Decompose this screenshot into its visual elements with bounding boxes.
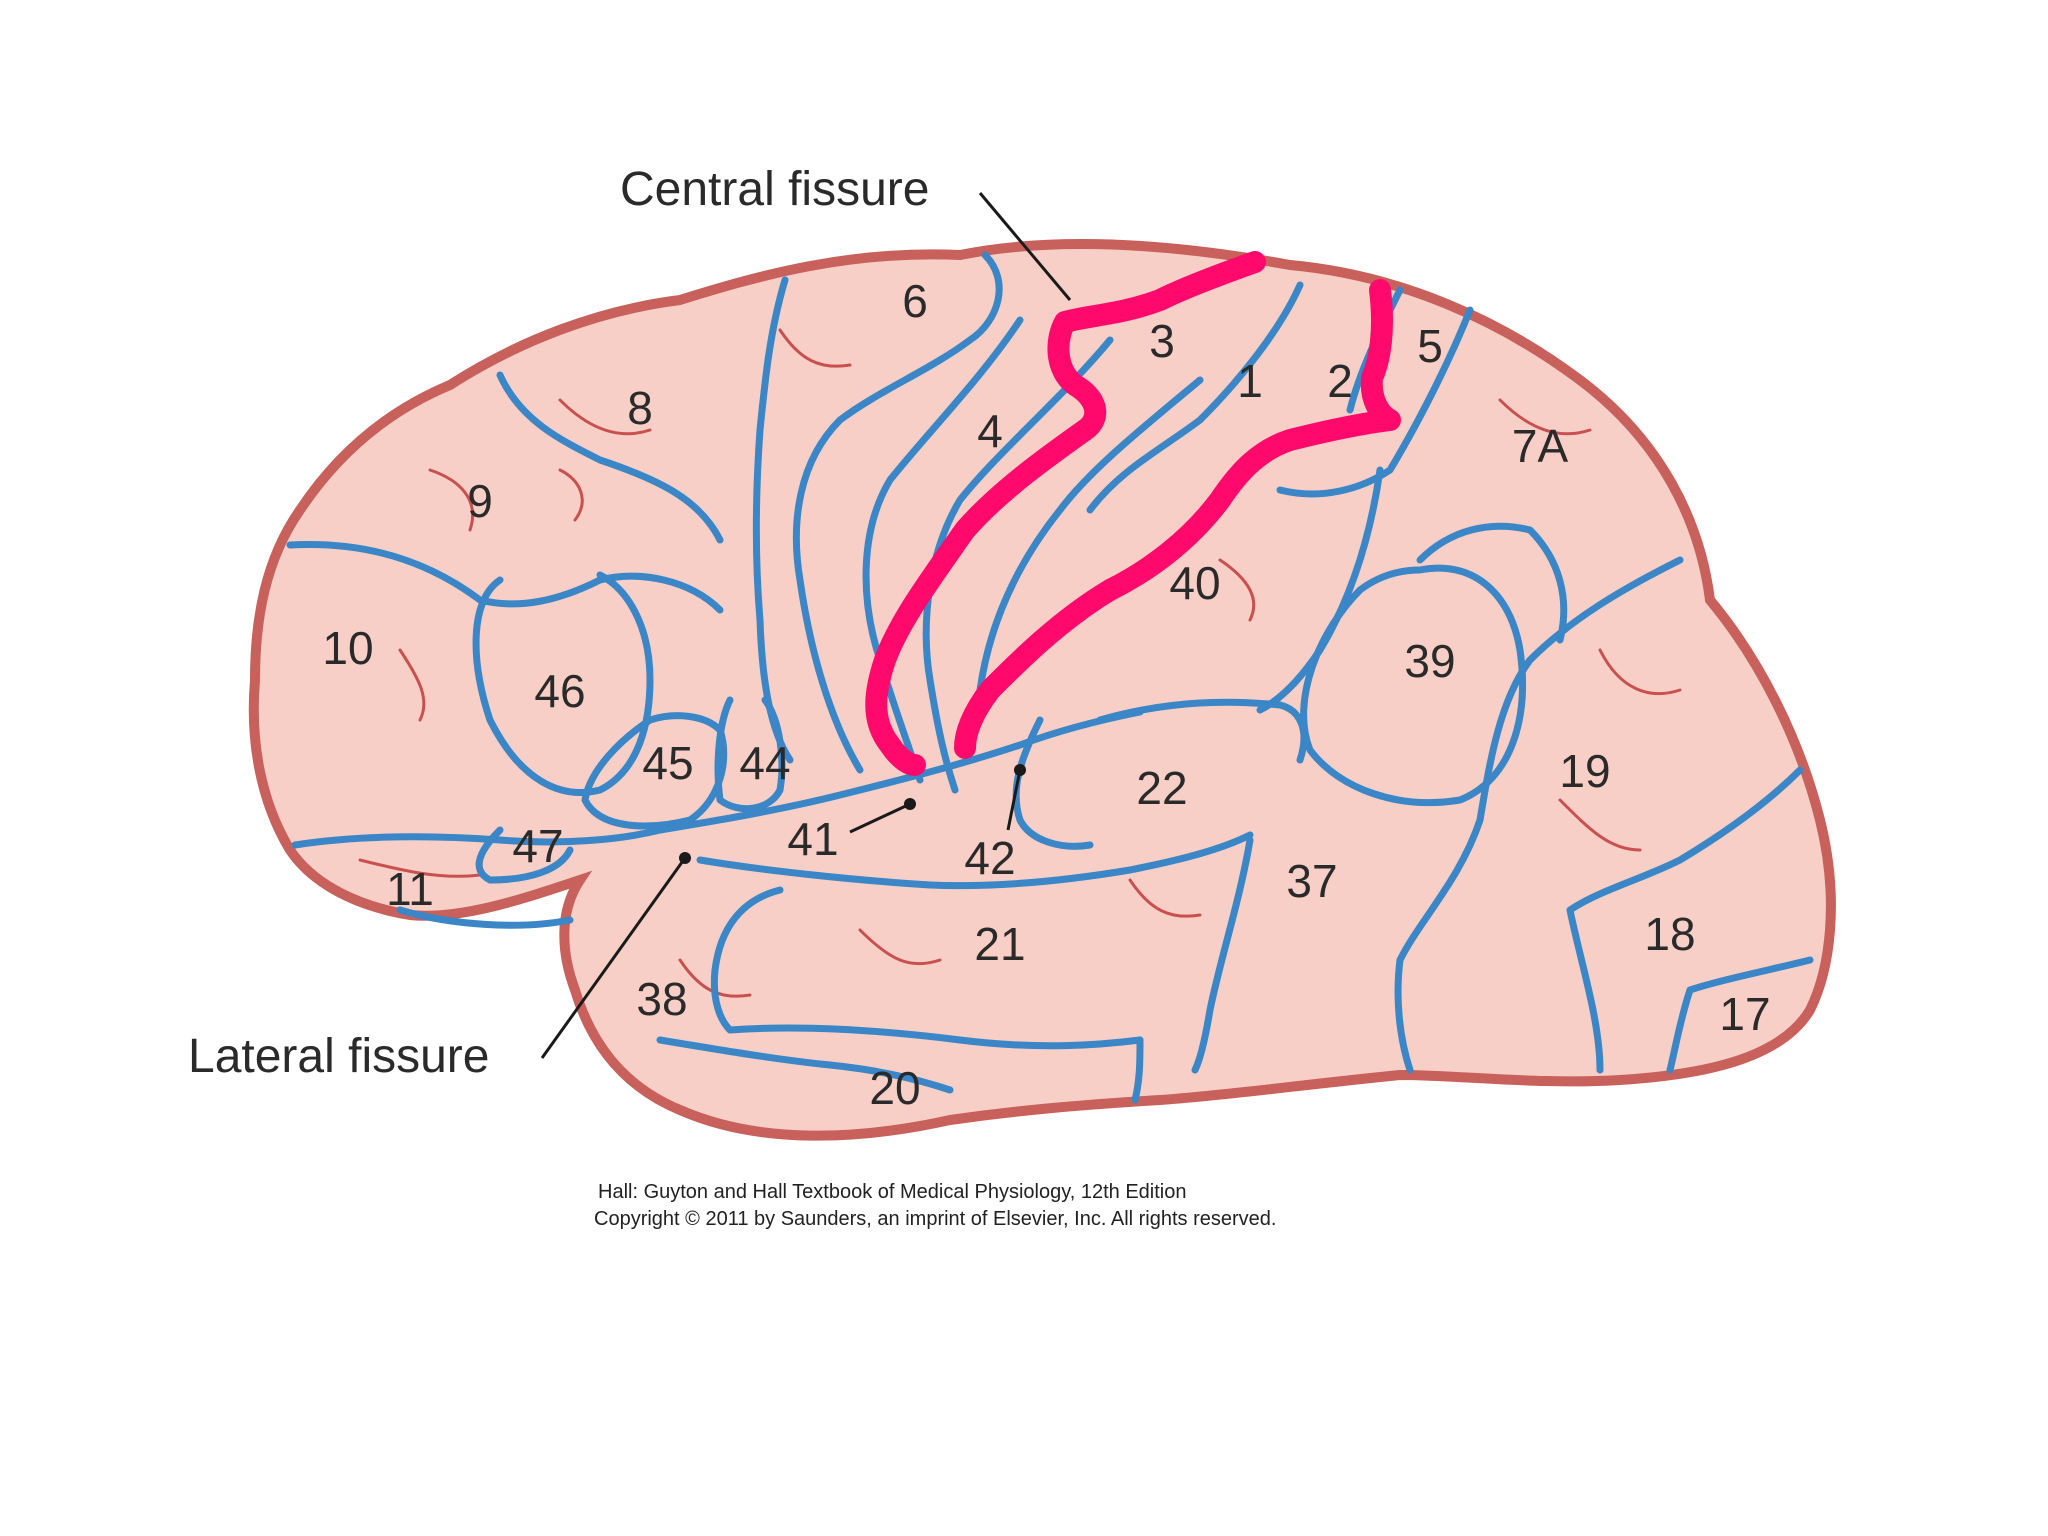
area-label-8: 8	[627, 382, 653, 434]
sulcus	[396, 906, 574, 929]
area-label-38: 38	[636, 973, 687, 1025]
sulcus	[1566, 766, 1804, 1074]
sulcus	[1131, 1036, 1144, 1104]
sulcus	[714, 696, 786, 813]
sulcus	[475, 826, 574, 884]
cortical-area-borders	[286, 251, 1814, 1104]
central-fissure-leader	[978, 192, 1072, 301]
vessel	[1498, 398, 1592, 436]
area-label-44: 44	[739, 737, 790, 789]
area-label-46: 46	[534, 665, 585, 717]
area-label-22: 22	[1136, 762, 1187, 814]
area-label-39: 39	[1404, 635, 1455, 687]
sulcus	[1191, 836, 1254, 1074]
area-label-7a: 7A	[1512, 420, 1569, 472]
credit-line-1: Hall: Guyton and Hall Textbook of Medica…	[598, 1181, 1186, 1203]
sulcus	[1416, 522, 1568, 644]
area-label-6: 6	[902, 275, 928, 327]
area-label-41: 41	[787, 813, 838, 865]
vessel	[1558, 798, 1642, 852]
highlight-stroke	[954, 279, 1401, 759]
sulcus	[472, 571, 654, 796]
sulcus	[291, 826, 664, 849]
lateral-fissure-leader	[540, 857, 687, 1059]
vessel	[1128, 878, 1202, 918]
area-42-leader	[1006, 769, 1022, 831]
vessel	[558, 468, 584, 522]
area-label-5: 5	[1417, 320, 1443, 372]
area-labels: 6 3 1 2 5 8 4 7A 9 40 10 39 46 45 44 19 …	[322, 275, 1770, 1114]
highlight-annotation	[865, 251, 1401, 776]
area-label-17: 17	[1719, 988, 1770, 1040]
area-label-11: 11	[386, 863, 434, 915]
area-41-dot	[904, 798, 916, 810]
vessel	[778, 328, 852, 368]
vessel	[1598, 648, 1682, 696]
area-label-3: 3	[1149, 315, 1175, 367]
sulcus	[496, 371, 724, 544]
area-label-10: 10	[322, 622, 373, 674]
area-label-4: 4	[977, 405, 1003, 457]
area-label-45: 45	[642, 737, 693, 789]
area-label-18: 18	[1644, 908, 1695, 960]
sulcus	[726, 1024, 1144, 1050]
sulcus	[1394, 556, 1684, 1074]
lateral-fissure-label: Lateral fissure	[188, 1030, 489, 1083]
vessel	[1218, 558, 1256, 622]
central-fissure-label: Central fissure	[620, 163, 929, 216]
sulcus	[1300, 564, 1526, 806]
sulcus	[792, 251, 1003, 774]
area-42-dot	[1014, 764, 1026, 776]
sulcus	[1276, 306, 1474, 498]
sulcus	[1666, 956, 1814, 1074]
vessel	[358, 858, 482, 878]
area-label-37: 37	[1286, 855, 1337, 907]
area-label-20: 20	[869, 1062, 920, 1114]
callout-labels: Central fissure Lateral fissure	[188, 163, 929, 1083]
sulcus	[656, 1036, 954, 1094]
area-label-2: 2	[1327, 355, 1353, 407]
vessel	[558, 398, 652, 436]
vessel	[858, 928, 942, 966]
credit-line-2: Copyright © 2011 by Saunders, an imprint…	[594, 1208, 1276, 1230]
area-label-9: 9	[467, 475, 493, 527]
sulcus	[581, 712, 728, 830]
vessel	[398, 648, 426, 722]
area-label-19: 19	[1559, 745, 1610, 797]
sulcus	[976, 376, 1204, 694]
callout-leaders	[540, 192, 1072, 1059]
area-label-1: 1	[1237, 355, 1263, 407]
area-label-21: 21	[974, 918, 1025, 970]
area-41-leader	[849, 802, 911, 834]
sulcus	[862, 316, 1024, 784]
area-label-42: 42	[964, 832, 1015, 884]
vessel	[428, 468, 475, 532]
sulcus	[710, 886, 784, 1034]
sulcus	[696, 831, 1254, 890]
sulcus	[286, 540, 724, 614]
area-label-40: 40	[1169, 557, 1220, 609]
sulcus	[1086, 281, 1304, 514]
area-label-47: 47	[512, 820, 563, 872]
highlight-stroke	[865, 251, 1266, 776]
sulcus	[1012, 716, 1094, 850]
lateral-fissure-dot	[679, 852, 691, 864]
source-credit: Hall: Guyton and Hall Textbook of Medica…	[594, 1181, 1276, 1230]
